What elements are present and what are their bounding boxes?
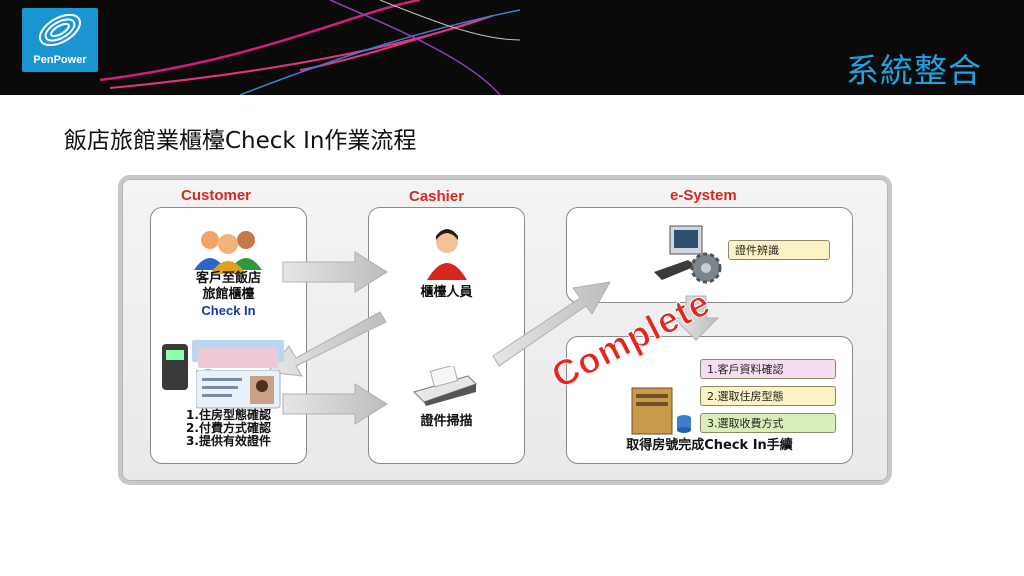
customer-checkin-line2: 旅館櫃檯 [202,287,255,302]
users-group-icon [194,231,262,274]
cashier-staff-label: 櫃檯人員 [420,285,473,300]
server-icon [631,387,691,435]
id-card-icon [196,370,281,409]
column-header-cashier: Cashier [409,188,465,205]
scanner-icon [413,366,477,406]
id-recognition-box: 證件辨識 [728,240,830,260]
customer-step-3: 3.提供有效證件 [186,434,271,448]
cashier-scan-label: 證件掃描 [420,414,473,429]
computer-gear-icon [654,225,722,284]
complete-step-1: 1.客戶資料確認 [700,359,836,379]
customer-checkin-line1: 客戶至飯店 [195,271,261,286]
logo-text: PenPower [33,54,87,66]
column-header-customer: Customer [181,187,252,204]
penpower-logo: PenPower [22,8,98,72]
slide-title: 系統整合 [846,51,982,90]
customer-step-1: 1.住房型態確認 [186,408,271,422]
customer-checkin-line3: Check In [201,303,256,318]
logo-mark-icon [39,13,81,47]
complete-step-3: 3.選取收費方式 [700,413,836,433]
customer-step-2: 2.付費方式確認 [186,421,271,435]
complete-step-2: 2.選取住房型態 [700,386,836,406]
page-subtitle: 飯店旅館業櫃檯Check In作業流程 [64,128,417,154]
header-banner: PenPower 系統整合 [0,0,1024,95]
decorative-swirls [99,0,521,95]
complete-result-text: 取得房號完成Check In手續 [626,438,793,453]
cashier-person-icon [427,229,467,280]
column-header-esystem: e-System [670,187,737,204]
